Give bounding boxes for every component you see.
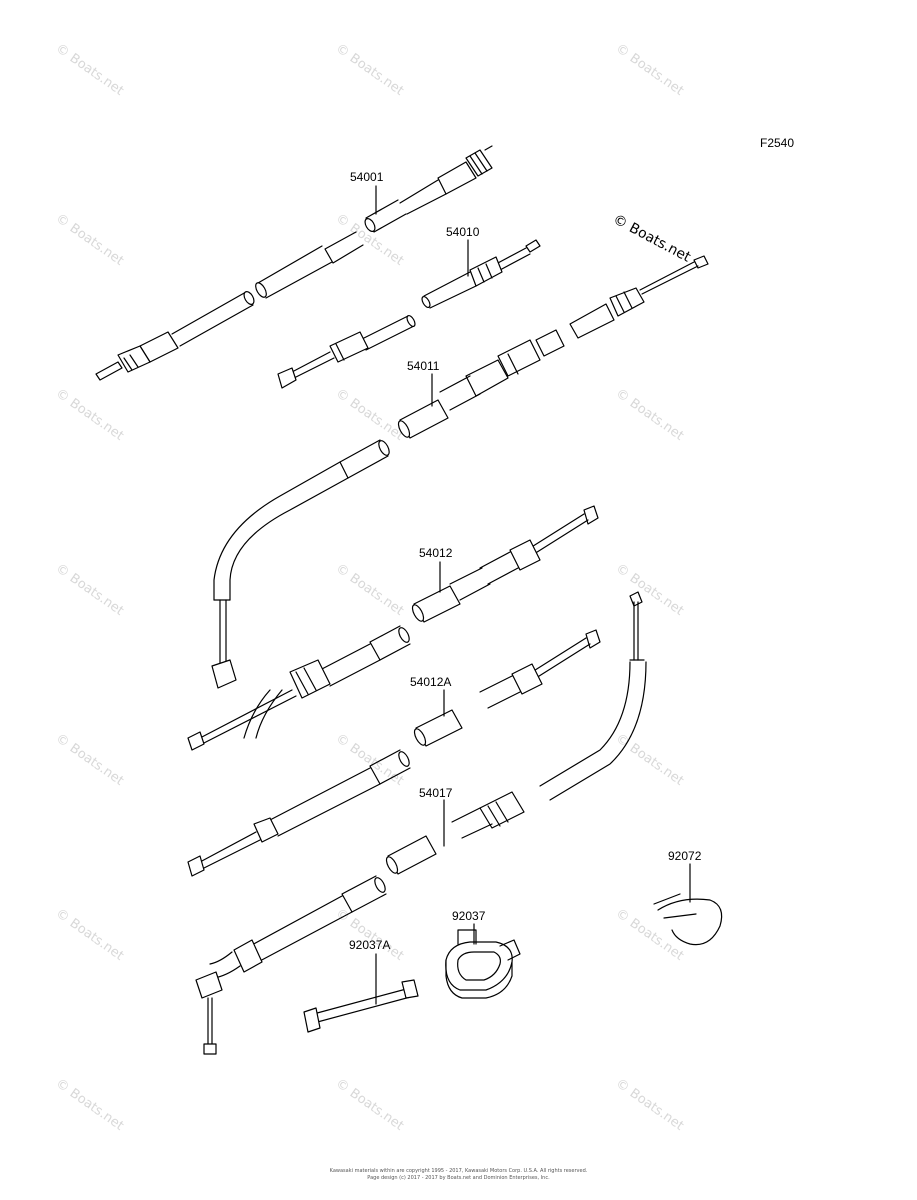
watermark: © Boats.net [53, 211, 127, 269]
watermark: © Boats.net [53, 906, 127, 964]
part-number-label: 54001 [350, 170, 384, 184]
part-number-label: 54010 [446, 225, 480, 239]
grommet-92037 [445, 929, 521, 999]
part-number-label: 92037A [349, 938, 390, 952]
watermark: © Boats.net [53, 731, 127, 789]
watermark: © Boats.net [53, 386, 127, 444]
watermark: © Boats.net [53, 561, 127, 619]
part-number-label: 54011 [407, 359, 440, 373]
cable-54017 [195, 591, 647, 1055]
watermark: © Boats.net [333, 386, 407, 444]
copyright-line: Kawasaki materials within are copyright … [329, 1168, 588, 1174]
watermarks: © Boats.net © Boats.net © Boats.net © Bo… [53, 41, 687, 1134]
watermark: © Boats.net [613, 1076, 687, 1134]
cable-54001 [95, 145, 493, 381]
part-number-label: 54012A [410, 675, 451, 689]
part-number-label: 92037 [452, 909, 486, 923]
watermark: © Boats.net [613, 386, 687, 444]
watermark: © Boats.net [333, 561, 407, 619]
clamp-92072 [653, 893, 723, 946]
copyright-line: Page design (c) 2017 - 2017 by Boats.net… [367, 1175, 550, 1181]
watermark: © Boats.net [53, 1076, 127, 1134]
watermark: © Boats.net [613, 561, 687, 619]
part-number-label: 92072 [668, 849, 702, 863]
watermark: © Boats.net [333, 906, 407, 964]
watermark: © Boats.net [333, 731, 407, 789]
cable-54012A [187, 629, 601, 877]
cable-54011 [211, 255, 709, 689]
figure-code: F2540 [760, 136, 794, 150]
part-number-label: 54017 [419, 786, 453, 800]
holder-92037A [303, 979, 419, 1033]
part-number-label: 54012 [419, 546, 453, 560]
watermark: © Boats.net [613, 41, 687, 99]
watermark: © Boats.net [53, 41, 127, 99]
cable-54010 [277, 239, 541, 389]
watermark-dark: © Boats.net [610, 211, 693, 265]
watermark: © Boats.net [613, 731, 687, 789]
part-labels: 54001 54010 54011 54012 54012A 54017 920… [349, 170, 702, 952]
cable-54012 [187, 505, 599, 751]
watermark: © Boats.net [333, 41, 407, 99]
watermark: © Boats.net [333, 1076, 407, 1134]
